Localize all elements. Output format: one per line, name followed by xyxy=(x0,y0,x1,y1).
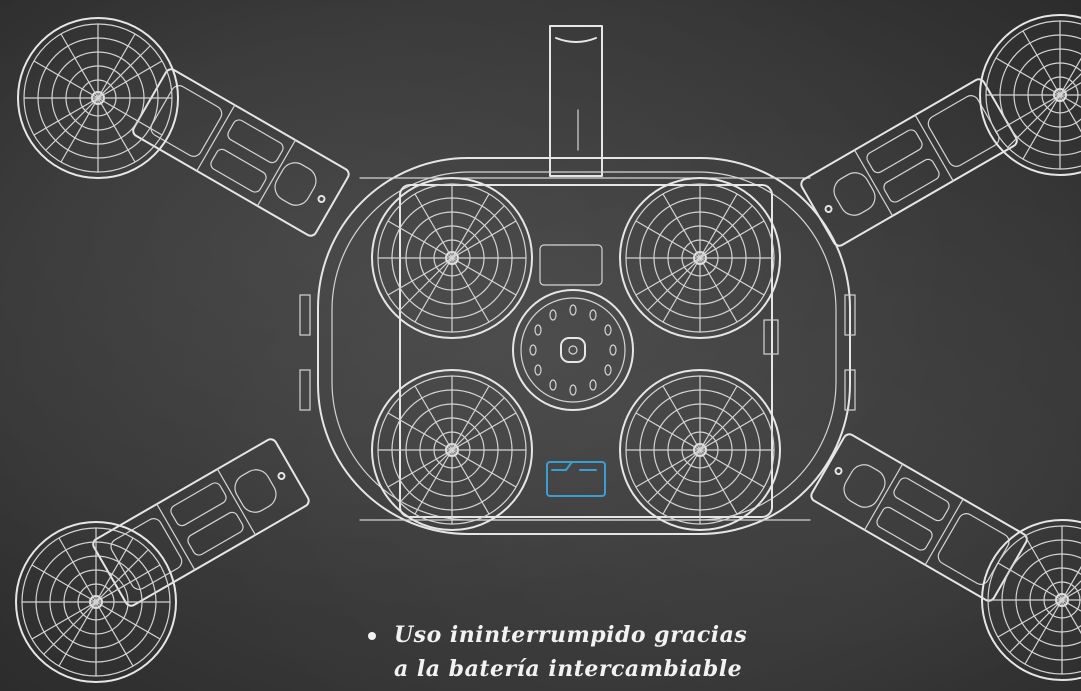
central-hub xyxy=(512,289,634,411)
caption-line-1: Uso ininterrumpido gracias xyxy=(394,622,748,648)
body-shell xyxy=(299,157,856,535)
propeller-outer-top-left xyxy=(17,17,179,179)
arm-bottom-left xyxy=(90,436,312,609)
caption-line-2: a la batería intercambiable xyxy=(394,656,743,682)
propeller-inner-top-right xyxy=(619,177,781,339)
battery-icon xyxy=(546,461,606,497)
bullet-icon xyxy=(368,632,376,640)
top-mast xyxy=(549,25,603,177)
propeller-inner-bottom-left xyxy=(371,369,533,531)
propeller-outer-bottom-left xyxy=(15,521,177,683)
propeller-outer-bottom-right xyxy=(981,519,1081,681)
arm-top-left xyxy=(130,66,352,239)
propeller-inner-top-left xyxy=(371,177,533,339)
arm-bottom-right xyxy=(808,431,1030,604)
propeller-outer-top-right xyxy=(979,14,1081,176)
feature-caption: Uso ininterrumpido gracias a la batería … xyxy=(368,618,808,686)
propeller-inner-bottom-right xyxy=(619,369,781,531)
